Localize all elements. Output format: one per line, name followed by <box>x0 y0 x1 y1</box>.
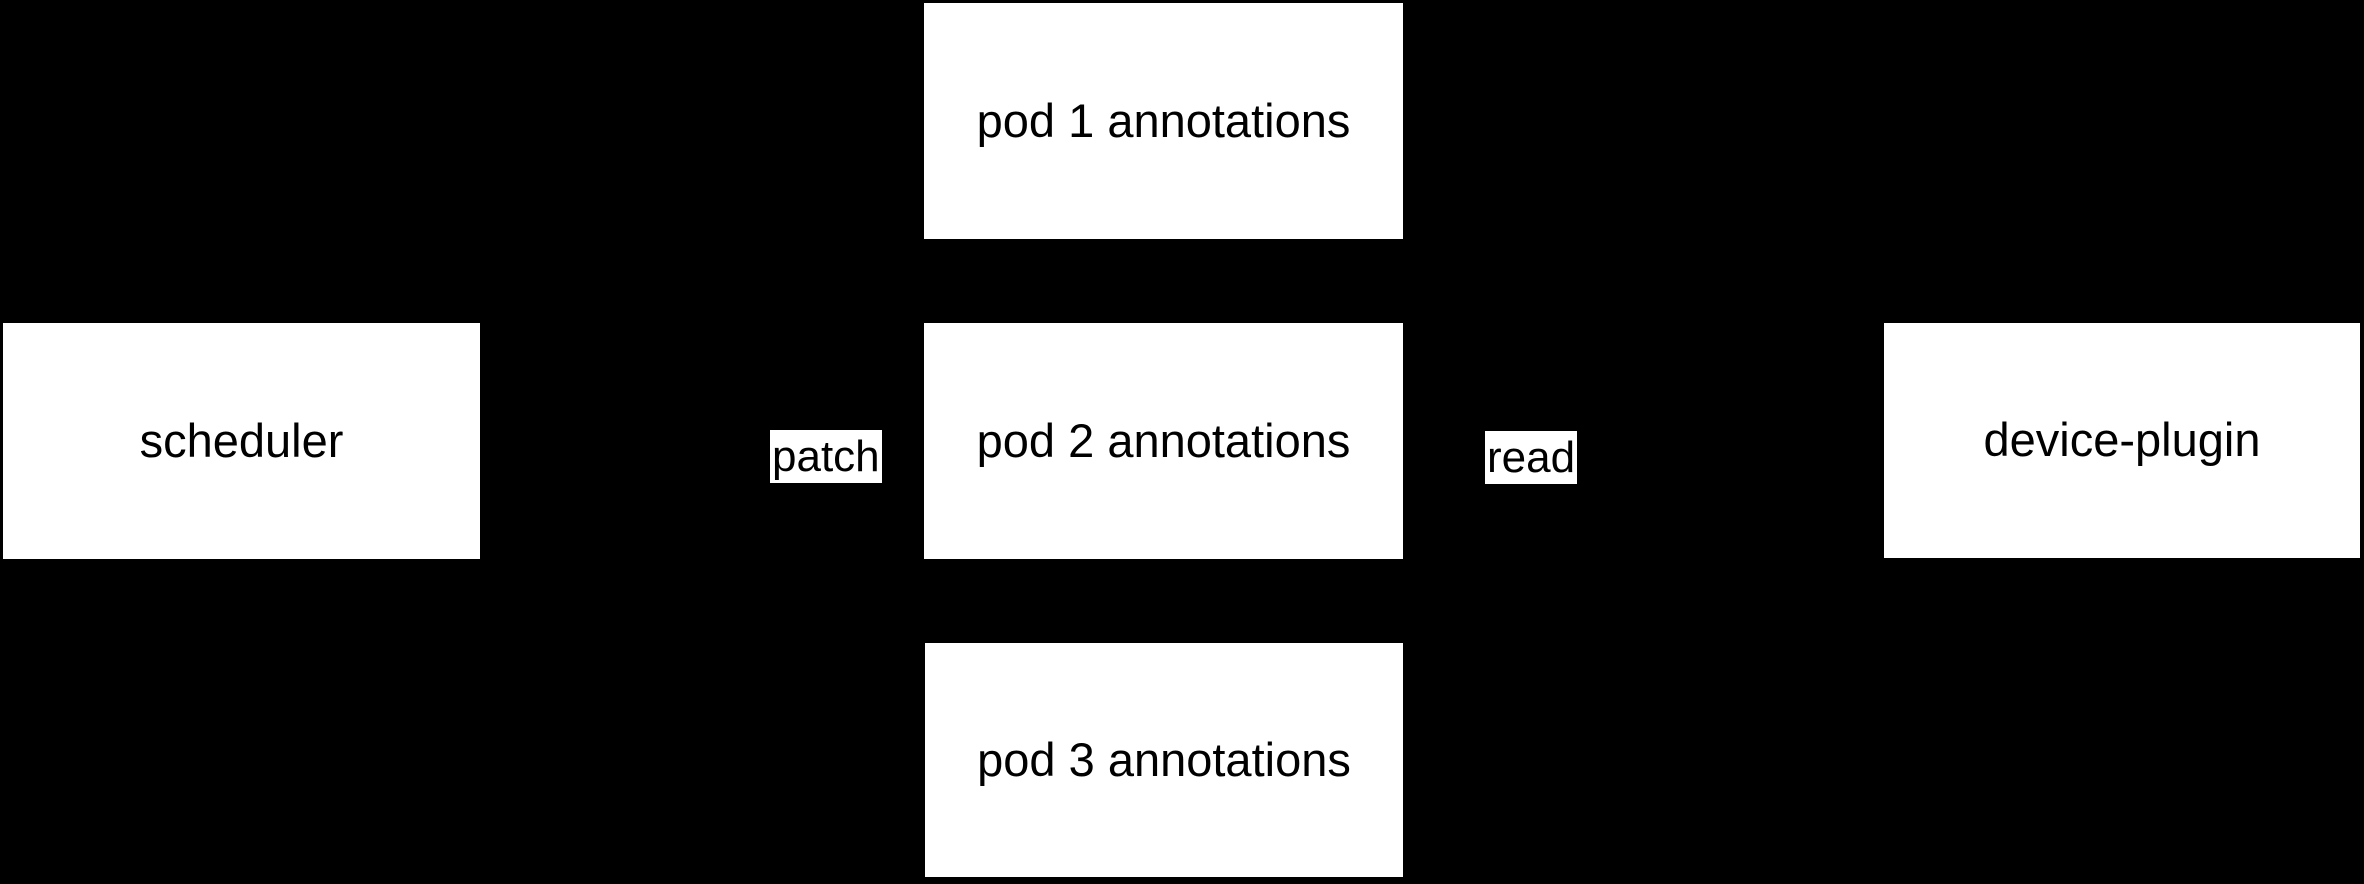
node-pod-1-annotations: pod 1 annotations <box>924 3 1403 239</box>
node-pod-2-annotations: pod 2 annotations <box>924 323 1403 559</box>
node-pod-3-annotations-label: pod 3 annotations <box>977 732 1351 786</box>
node-pod-3-annotations: pod 3 annotations <box>925 643 1403 877</box>
node-device-plugin: device-plugin <box>1884 323 2360 558</box>
node-scheduler-label: scheduler <box>139 413 344 467</box>
node-scheduler: scheduler <box>3 323 480 559</box>
node-device-plugin-label: device-plugin <box>1983 413 2261 467</box>
edge-label-read: read <box>1485 431 1578 484</box>
edge-label-patch: patch <box>770 430 882 483</box>
node-pod-1-annotations-label: pod 1 annotations <box>976 93 1351 147</box>
node-pod-2-annotations-label: pod 2 annotations <box>976 413 1351 467</box>
